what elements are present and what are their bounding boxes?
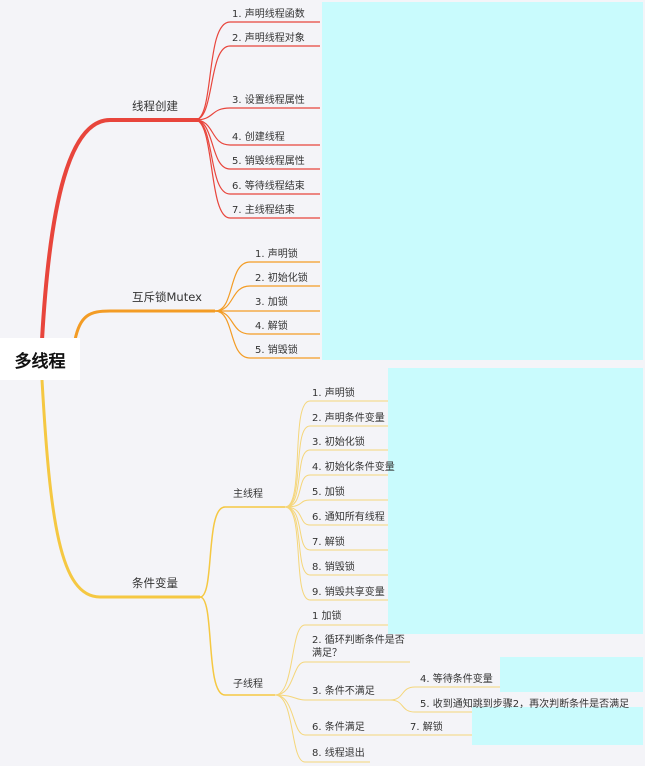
list-item[interactable]: 满足？	[312, 648, 342, 659]
redaction-box	[500, 657, 643, 692]
redaction-box	[322, 2, 643, 360]
list-item[interactable]: 4. 等待条件变量	[420, 674, 493, 685]
branch-thread-creation[interactable]: 线程创建	[132, 99, 178, 113]
list-item[interactable]: 7. 解锁	[410, 722, 443, 733]
list-item[interactable]: 8. 线程退出	[312, 748, 365, 759]
list-item[interactable]: 2. 声明线程对象	[232, 33, 305, 44]
redaction-box	[472, 707, 643, 745]
sub-child-thread[interactable]: 子线程	[233, 679, 263, 690]
sub-main-thread[interactable]: 主线程	[233, 489, 263, 500]
list-item[interactable]: 6. 条件满足	[312, 722, 365, 733]
list-item[interactable]: 6. 通知所有线程	[312, 512, 385, 523]
list-item[interactable]: 1 加锁	[312, 611, 342, 622]
list-item[interactable]: 3. 加锁	[255, 297, 288, 308]
list-item[interactable]: 9. 销毁共享变量	[312, 587, 385, 598]
branch-condition-variable[interactable]: 条件变量	[132, 576, 178, 590]
list-item[interactable]: 3. 条件不满足	[312, 686, 375, 697]
list-item[interactable]: 1. 声明锁	[255, 249, 298, 260]
list-item[interactable]: 5. 销毁锁	[255, 345, 298, 356]
list-item[interactable]: 7. 解锁	[312, 537, 345, 548]
list-item[interactable]: 3. 初始化锁	[312, 437, 365, 448]
list-item[interactable]: 2. 初始化锁	[255, 273, 308, 284]
branch-mutex[interactable]: 互斥锁Mutex	[132, 290, 202, 304]
root-node[interactable]: 多线程	[0, 338, 80, 380]
list-item[interactable]: 4. 初始化条件变量	[312, 462, 395, 473]
list-item[interactable]: 4. 创建线程	[232, 132, 285, 143]
list-item[interactable]: 1. 声明线程函数	[232, 9, 305, 20]
list-item[interactable]: 5. 销毁线程属性	[232, 156, 305, 167]
list-item[interactable]: 4. 解锁	[255, 321, 288, 332]
list-item[interactable]: 7. 主线程结束	[232, 205, 295, 216]
list-item[interactable]: 5. 加锁	[312, 487, 345, 498]
list-item[interactable]: 3. 设置线程属性	[232, 95, 305, 106]
list-item[interactable]: 5. 收到通知跳到步骤2，再次判断条件是否满足	[420, 699, 630, 710]
list-item[interactable]: 8. 销毁锁	[312, 562, 355, 573]
list-item[interactable]: 1. 声明锁	[312, 388, 355, 399]
list-item[interactable]: 2. 声明条件变量	[312, 413, 385, 424]
list-item[interactable]: 2. 循环判断条件是否	[312, 635, 405, 646]
redaction-box	[388, 368, 643, 634]
list-item[interactable]: 6. 等待线程结束	[232, 181, 305, 192]
